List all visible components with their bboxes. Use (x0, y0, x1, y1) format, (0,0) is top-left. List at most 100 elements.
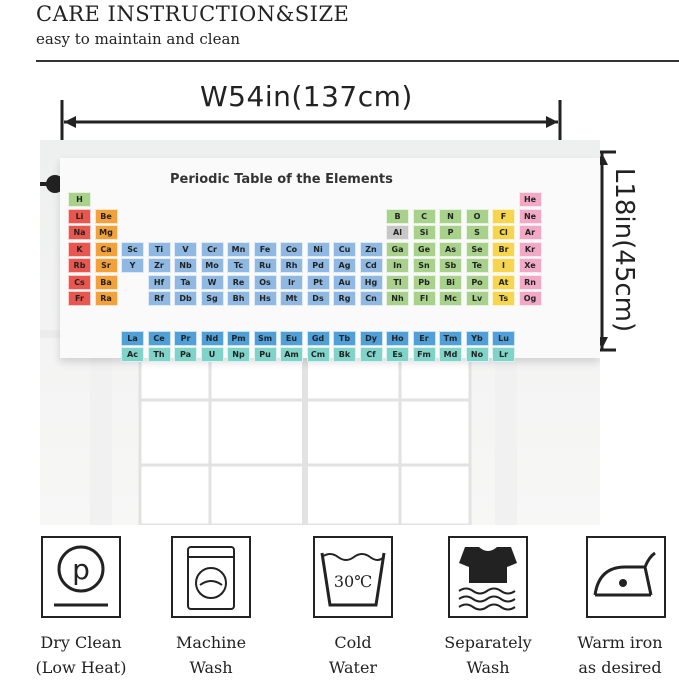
element-li: Li (68, 208, 91, 224)
element-mc: Mc (439, 291, 462, 306)
element-pb: Pb (412, 274, 436, 290)
element-ca: Ca (94, 241, 118, 257)
element-sr: Sr (94, 258, 118, 273)
element-pa: Pa (174, 347, 197, 363)
element-ds: Ds (306, 291, 330, 306)
element-hg: Hg (359, 274, 383, 290)
element-br: Br (492, 241, 515, 257)
element-sg: Sg (200, 291, 224, 306)
element-zr: Zr (147, 258, 171, 273)
element-zn: Zn (359, 241, 383, 257)
element-tm: Tm (439, 330, 462, 346)
element-yb: Yb (465, 330, 489, 346)
element-er: Er (412, 330, 436, 346)
element-pd: Pd (306, 258, 330, 273)
header-divider (36, 60, 679, 62)
element-n: N (439, 208, 462, 224)
element-po: Po (465, 274, 489, 290)
element-es: Es (386, 347, 409, 363)
element-at: At (492, 274, 515, 290)
element-nh: Nh (386, 291, 409, 306)
element-nd: Nd (200, 330, 224, 346)
element-s: S (465, 225, 489, 240)
element-md: Md (439, 347, 462, 363)
element-hs: Hs (253, 291, 277, 306)
element-ta: Ta (174, 274, 197, 290)
dry-clean-icon: p (40, 535, 122, 619)
element-tb: Tb (333, 330, 356, 346)
element-fm: Fm (412, 347, 436, 363)
element-w: W (200, 274, 224, 290)
wash-basin-icon: 30℃ (312, 535, 394, 619)
element-rh: Rh (280, 258, 303, 273)
element-he: He (518, 192, 542, 207)
element-au: Au (333, 274, 356, 290)
washing-machine-icon (170, 535, 252, 619)
element-ni: Ni (306, 241, 330, 257)
element-xe: Xe (518, 258, 542, 273)
element-rn: Rn (518, 274, 542, 290)
width-arrow (60, 100, 562, 142)
element-b: B (386, 208, 409, 224)
element-k: K (68, 241, 91, 257)
element-pt: Pt (306, 274, 330, 290)
element-lr: Lr (492, 347, 515, 363)
element-rg: Rg (333, 291, 356, 306)
svg-text:p: p (72, 553, 90, 586)
element-dy: Dy (359, 330, 383, 346)
element-ho: Ho (386, 330, 409, 346)
element-pr: Pr (174, 330, 197, 346)
element-lu: Lu (492, 330, 515, 346)
element-db: Db (174, 291, 197, 306)
element-co: Co (280, 241, 303, 257)
element-sc: Sc (121, 241, 144, 257)
element-nb: Nb (174, 258, 197, 273)
element-rf: Rf (147, 291, 171, 306)
element-mg: Mg (94, 225, 118, 240)
element-cr: Cr (200, 241, 224, 257)
element-al: Al (386, 225, 409, 240)
element-bi: Bi (439, 274, 462, 290)
element-f: F (492, 208, 515, 224)
element-fr: Fr (68, 291, 91, 306)
element-bh: Bh (227, 291, 250, 306)
element-ti: Ti (147, 241, 171, 257)
element-ba: Ba (94, 274, 118, 290)
iron-icon (585, 535, 667, 619)
element-np: Np (227, 347, 250, 363)
element-sm: Sm (253, 330, 277, 346)
element-ge: Ge (412, 241, 436, 257)
element-ra: Ra (94, 291, 118, 306)
element-hf: Hf (147, 274, 171, 290)
element-gd: Gd (306, 330, 330, 346)
element-og: Og (518, 291, 542, 306)
element-cf: Cf (359, 347, 383, 363)
element-ce: Ce (147, 330, 171, 346)
element-pu: Pu (253, 347, 277, 363)
element-tl: Tl (386, 274, 409, 290)
element-tc: Tc (227, 258, 250, 273)
element-ts: Ts (492, 291, 515, 306)
element-th: Th (147, 347, 171, 363)
element-re: Re (227, 274, 250, 290)
element-h: H (68, 192, 91, 207)
element-cm: Cm (306, 347, 330, 363)
element-p: P (439, 225, 462, 240)
element-v: V (174, 241, 197, 257)
element-ir: Ir (280, 274, 303, 290)
element-pm: Pm (227, 330, 250, 346)
element-am: Am (280, 347, 303, 363)
element-o: O (465, 208, 489, 224)
element-si: Si (412, 225, 436, 240)
element-se: Se (465, 241, 489, 257)
element-ru: Ru (253, 258, 277, 273)
element-bk: Bk (333, 347, 356, 363)
element-ag: Ag (333, 258, 356, 273)
element-ar: Ar (518, 225, 542, 240)
element-cn: Cn (359, 291, 383, 306)
height-label-wrap: L18in(45cm) (600, 150, 648, 350)
